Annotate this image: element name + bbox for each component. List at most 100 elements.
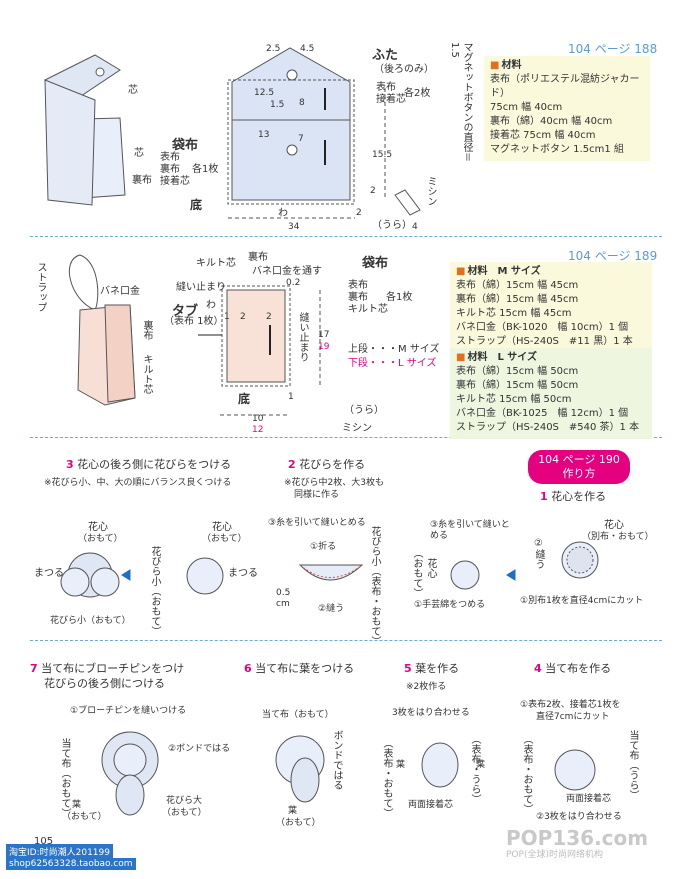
step-number: 6 [244, 662, 252, 675]
s1-omote: （おもて） [411, 548, 422, 598]
dim: 2 [370, 186, 376, 196]
s5-ha: 葉 [396, 760, 406, 770]
label-urafu: 裏布 [132, 175, 152, 186]
s1-sub: （別布・おもて） [582, 532, 654, 542]
s1-cut: ①別布1枚を直径4cmにカット [520, 596, 644, 606]
shop-url: shop62563328.taobao.com [6, 858, 136, 870]
soko-label-mid: 底 [238, 392, 251, 406]
fukuro-title: 袋布 [172, 138, 199, 153]
s3-note: ※花びら小、中、大の順にバランス良くつける [44, 478, 232, 488]
s2-oru: ①折る [310, 542, 337, 552]
mishin-label: ミシン [425, 176, 436, 206]
material-line: 裏布（綿）15cm 幅 50cm [456, 380, 579, 391]
pouch-pattern [198, 285, 321, 416]
dim: 2.5 [266, 44, 281, 54]
s7-atenuno: 当て布（おもて） [59, 738, 70, 818]
s5-awase: 3枚をはり合わせる [392, 708, 470, 718]
label-shin: 芯 [134, 148, 144, 159]
m-size-note: 上段・・・M サイズ [348, 344, 440, 355]
s2-nui: ②縫う [318, 604, 345, 614]
banekuchi-label: バネ口金 [100, 286, 140, 297]
s7-bond: ②ボンドではる [168, 744, 231, 754]
fukuro-line: 接着芯 [160, 176, 190, 187]
s7-hanabira-omote: （おもて） [162, 808, 207, 818]
watermark-logo: POP136.com [506, 826, 649, 850]
step-number: 1 [540, 490, 548, 503]
futa-line: 表布 [376, 82, 396, 93]
s6-atenuno: 当て布（おもて） [262, 710, 334, 720]
howto-badge: 104 ページ 190 作り方 [528, 450, 630, 484]
step-title: 花びらを作る [299, 458, 366, 471]
futa-sub: （後ろのみ） [374, 64, 434, 75]
fukuro-line: 裏布 [160, 164, 180, 175]
step-title: 当て布に葉をつける [255, 662, 355, 675]
step-6-heading: 6 当て布に葉をつける [244, 660, 354, 676]
materials-box-l: 材料 L サイズ 表布（綿）15cm 幅 50cm 裏布（綿）15cm 幅 50… [450, 348, 652, 439]
soko-label: 底 [190, 198, 203, 212]
s4-cut: 直径7cmにカット [536, 712, 610, 722]
material-line: バネ口金（BK-1020 幅 10cm）1 個 [456, 322, 629, 333]
kiruto-shin-top: キルト芯 [196, 258, 236, 269]
page-ref-189: 104 ページ 189 [568, 249, 658, 263]
dim: 0.2 [286, 278, 301, 288]
bag-pattern [227, 47, 386, 219]
s3-matsuru-b: まつる [228, 568, 258, 579]
s4-omote: （表布・おもて） [521, 734, 532, 814]
dim: 4.5 [300, 44, 315, 54]
material-line: キルト芯 15cm 幅 50cm [456, 394, 572, 405]
step-4-heading: 4 当て布を作る [534, 660, 611, 676]
s3-hanabira-v: 花びら小（おもて） [149, 546, 160, 636]
material-line: 表布（綿）15cm 幅 45cm [456, 280, 579, 291]
s3-matsuru-a: まつる [34, 568, 64, 579]
step-illustrations [60, 541, 599, 816]
section-divider-1 [30, 236, 662, 237]
s2-note: ※花びら中2枚、大3枚も [284, 478, 384, 488]
s7-ha-omote: （おもて） [62, 812, 107, 822]
step-title: 当て布にブローチピンをつけ [41, 662, 185, 675]
step-1-heading: 1 花心を作る [540, 488, 606, 504]
s3-omote-a: （おもて） [78, 534, 123, 544]
fukuro-count-mid: 各1枚 [386, 292, 413, 303]
s7-ha: 葉 [72, 800, 82, 810]
fukuro-line: 表布 [348, 280, 368, 291]
nuidomari: 縫い止まり [176, 282, 226, 293]
s5-ura: （表布・うら） [469, 734, 480, 804]
magnet-note: マグネットボタンの直径＝1.5 [449, 42, 472, 162]
page-ref-188: 104 ページ 188 [568, 42, 658, 56]
urafu-top: 裏布 [248, 252, 268, 263]
material-line: マグネットボタン 1.5cm1 組 [490, 144, 624, 155]
step-7-heading-2: 花びらの後ろ側につける [44, 677, 165, 690]
step-number: 3 [66, 458, 74, 471]
s1-hanashin2: 花心 [425, 558, 436, 578]
s6-bond: ボンドではる [331, 730, 342, 790]
fukuro-count: 各1枚 [192, 164, 219, 175]
strap-label: ストラップ [35, 262, 46, 312]
s6-ha-omote: （おもて） [276, 818, 321, 828]
watermark-sub: POP(全球)时尚网络机构 [506, 850, 603, 860]
dim: 4 [412, 222, 418, 232]
s4-awase: ②3枚をはり合わせる [536, 812, 622, 822]
mishin-label-mid: ミシン [342, 423, 372, 434]
s2-note: 同様に作る [294, 490, 340, 500]
sewing-illustration-top [394, 189, 421, 216]
step-title: 花心を作る [551, 490, 607, 503]
step-title: 葉を作る [415, 662, 460, 675]
dim: 19 [318, 342, 330, 352]
s4-cut: ①表布2枚、接着芯1枚を [520, 700, 621, 710]
dim: 17 [318, 330, 330, 340]
dim: 34 [288, 222, 300, 232]
s5-note: ※2枚作る [406, 682, 447, 692]
material-line: バネ口金（BK-1025 幅 12cm）1 個 [456, 408, 629, 419]
dim: 1.5 [270, 100, 285, 110]
s5-omote: （表布・おもて） [381, 738, 392, 818]
material-line: 表布（ポリエステル混紡ジャカード） [490, 74, 640, 99]
step-title: 当て布を作る [545, 662, 612, 675]
s1-nui: ②縫う [533, 538, 544, 569]
step-7-heading: 7 当て布にブローチピンをつけ [30, 660, 184, 676]
pouch-illustration [68, 254, 136, 406]
fukuro-line: キルト芯 [348, 304, 388, 315]
dim: 2 [356, 208, 362, 218]
tab-title: タブ [172, 304, 199, 319]
materials-box-top: 材料 表布（ポリエステル混紡ジャカード） 75cm 幅 40cm 裏布（綿）40… [484, 56, 650, 161]
dim: 2 [240, 312, 246, 322]
